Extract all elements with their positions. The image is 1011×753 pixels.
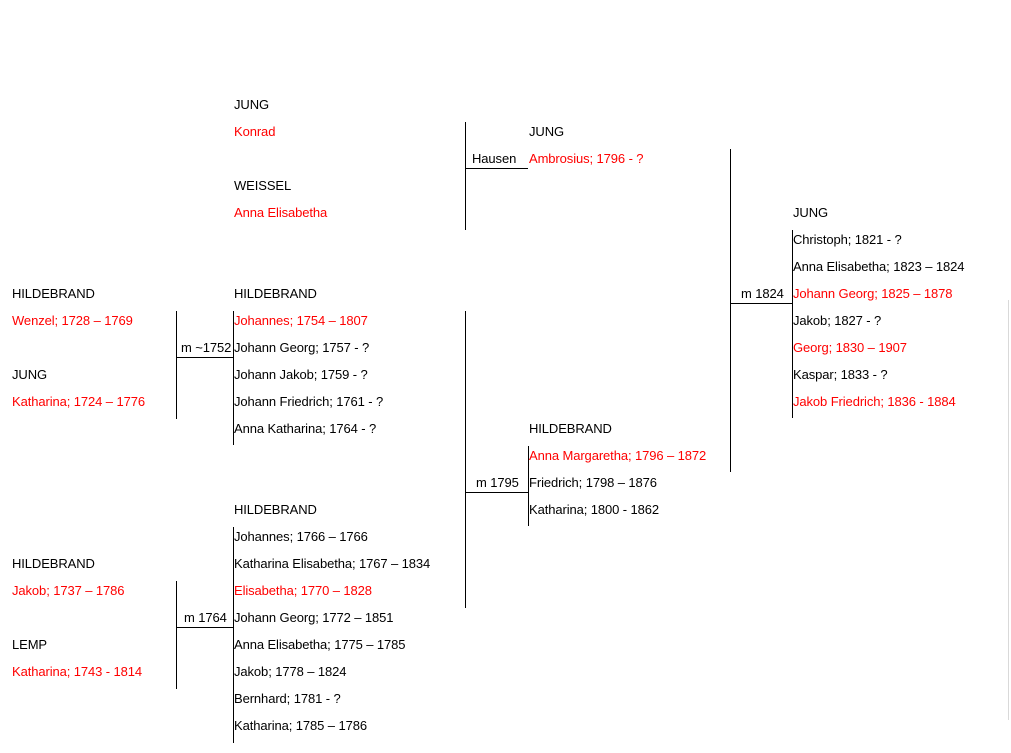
child-1752-4: Anna Katharina; 1764 - ? (234, 421, 377, 436)
surname-hildebrand-wenzel: HILDEBRAND (12, 286, 95, 301)
marriage-line-1824 (730, 303, 792, 304)
marriage-line-1795 (465, 492, 528, 493)
children-1824-surname: JUNG (793, 205, 828, 220)
child-1795-2: Katharina; 1800 - 1862 (529, 502, 660, 517)
child-1764-4: Anna Elisabetha; 1775 – 1785 (234, 637, 406, 652)
child-1764-3: Johann Georg; 1772 – 1851 (234, 610, 394, 625)
surname-lemp: LEMP (12, 637, 48, 652)
child-1752-3: Johann Friedrich; 1761 - ? (234, 394, 384, 409)
child-1795-1: Friedrich; 1798 – 1876 (529, 475, 657, 490)
person-konrad: Konrad (234, 124, 276, 139)
marriage-line-hausen (465, 168, 528, 169)
person-jakob-hildebrand: Jakob; 1737 – 1786 (12, 583, 125, 598)
marriage-line-1764 (176, 627, 233, 628)
child-1795-0: Anna Margaretha; 1796 – 1872 (529, 448, 707, 463)
marriage-line-1752 (176, 357, 233, 358)
children-1795-surname: HILDEBRAND (529, 421, 612, 436)
child-1824-6: Jakob Friedrich; 1836 - 1884 (793, 394, 956, 409)
child-1752-1: Johann Georg; 1757 - ? (234, 340, 370, 355)
child-1764-1: Katharina Elisabetha; 1767 – 1834 (234, 556, 431, 571)
child-1824-5: Kaspar; 1833 - ? (793, 367, 888, 382)
surname-jung-konrad: JUNG (234, 97, 269, 112)
child-1824-2: Johann Georg; 1825 – 1878 (793, 286, 953, 301)
couple-bracket-hausen (465, 122, 466, 230)
children-bracket-1752 (233, 311, 234, 445)
child-1824-0: Christoph; 1821 - ? (793, 232, 902, 247)
child-1764-6: Bernhard; 1781 - ? (234, 691, 341, 706)
children-1764-surname: HILDEBRAND (234, 502, 317, 517)
marriage-label-1764: m 1764 (184, 610, 227, 625)
surname-jung-ambrosius: JUNG (529, 124, 564, 139)
person-katharina-jung: Katharina; 1724 – 1776 (12, 394, 145, 409)
children-bracket-1824 (792, 230, 793, 418)
page-edge-shadow (1008, 300, 1009, 720)
child-1752-0: Johannes; 1754 – 1807 (234, 313, 368, 328)
child-1824-1: Anna Elisabetha; 1823 – 1824 (793, 259, 965, 274)
child-1824-3: Jakob; 1827 - ? (793, 313, 882, 328)
couple-bracket-1764 (176, 581, 177, 689)
surname-weissel: WEISSEL (234, 178, 292, 193)
surname-hildebrand-jakob: HILDEBRAND (12, 556, 95, 571)
child-1824-4: Georg; 1830 – 1907 (793, 340, 907, 355)
child-1764-7: Katharina; 1785 – 1786 (234, 718, 367, 733)
person-wenzel: Wenzel; 1728 – 1769 (12, 313, 133, 328)
marriage-label-1824: m 1824 (741, 286, 784, 301)
person-katharina-lemp: Katharina; 1743 - 1814 (12, 664, 143, 679)
children-bracket-1795 (528, 446, 529, 526)
couple-bracket-1795 (465, 311, 466, 608)
child-1764-0: Johannes; 1766 – 1766 (234, 529, 368, 544)
marriage-label-1795: m 1795 (476, 475, 519, 490)
place-label-hausen: Hausen (472, 151, 517, 166)
children-bracket-1764 (233, 527, 234, 743)
person-ambrosius: Ambrosius; 1796 - ? (529, 151, 644, 166)
person-anna-elisabetha-weissel: Anna Elisabetha (234, 205, 328, 220)
couple-bracket-1824 (730, 149, 731, 472)
child-1764-2: Elisabetha; 1770 – 1828 (234, 583, 372, 598)
children-1752-surname: HILDEBRAND (234, 286, 317, 301)
couple-bracket-1752 (176, 311, 177, 419)
child-1764-5: Jakob; 1778 – 1824 (234, 664, 347, 679)
surname-jung-katharina: JUNG (12, 367, 47, 382)
child-1752-2: Johann Jakob; 1759 - ? (234, 367, 368, 382)
marriage-label-1752: m ~1752 (181, 340, 232, 355)
